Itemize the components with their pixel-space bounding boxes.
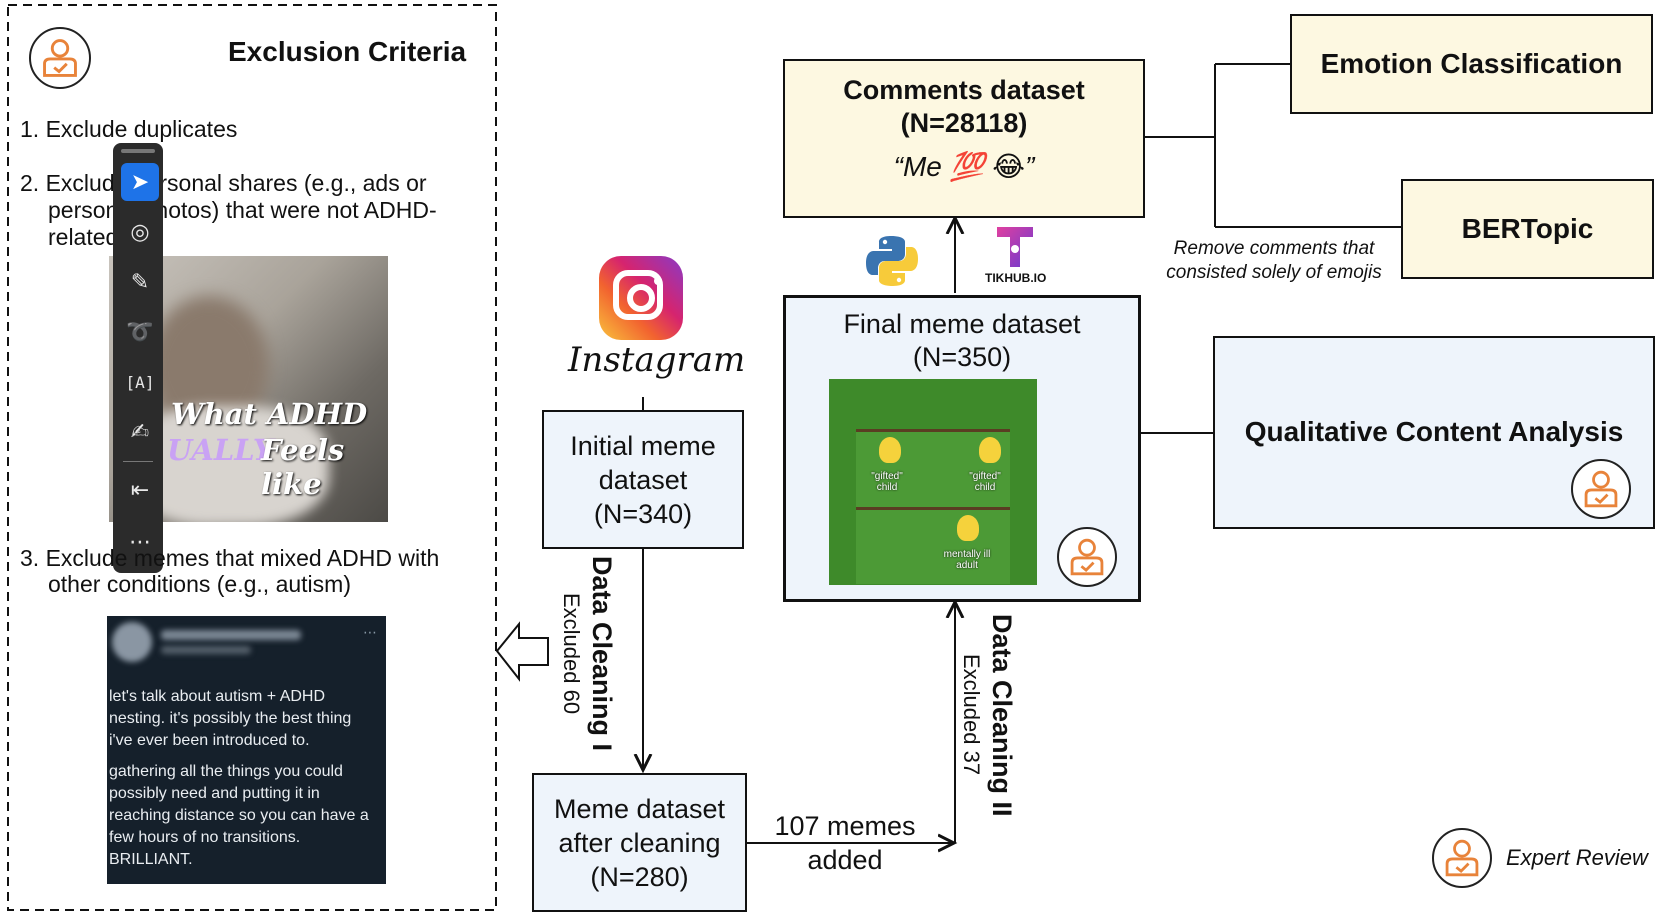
comments-dataset-box: Comments dataset (N=28118) “Me 💯 😂” bbox=[783, 59, 1145, 218]
comments-dataset-line-1: Comments dataset bbox=[843, 75, 1085, 105]
tweet-screenshot: ⋯ let's talk about autism + ADHD nesting… bbox=[107, 616, 386, 884]
homer-figure-1 bbox=[879, 437, 901, 463]
bertopic-box: BERTopic bbox=[1401, 179, 1654, 279]
initial-dataset-line-1: Initial meme bbox=[570, 430, 716, 461]
meme-text-line-2a: UALLY bbox=[167, 433, 274, 467]
memes-added-line-1: 107 memes bbox=[774, 811, 916, 841]
cleaned-dataset-line-1: Meme dataset bbox=[553, 793, 726, 824]
cleaning-2-excluded: Excluded 37 bbox=[959, 654, 984, 776]
remove-note-line-1: Remove comments that bbox=[1173, 238, 1375, 259]
exclusion-item-2-line-1: 2. Exclude personal shares (e.g., ads or bbox=[20, 170, 427, 196]
memes-added-label: 107 memes added bbox=[760, 809, 930, 877]
lasso-icon[interactable]: ➰ bbox=[126, 319, 154, 344]
tikhub-label: TIKHUB.IO bbox=[985, 271, 1047, 285]
final-dataset-line-2: (N=350) bbox=[912, 342, 1012, 372]
emotion-classification-box: Emotion Classification bbox=[1290, 14, 1653, 114]
tweet-menu-icon: ⋯ bbox=[363, 624, 377, 640]
initial-dataset-box: Initial meme dataset (N=340) bbox=[542, 410, 744, 549]
exclusion-panel-border bbox=[7, 4, 497, 911]
tweet-line-5: possibly need and putting it in bbox=[109, 785, 320, 802]
exclusion-item-2-line-3: related bbox=[48, 224, 119, 250]
qca-expert-review-icon bbox=[1571, 459, 1631, 519]
meme-text-line-1: What ADHD bbox=[171, 397, 368, 431]
tweet-line-6: reaching distance so you can have a bbox=[109, 807, 369, 824]
meme-label-3: mentally ill adult bbox=[943, 549, 991, 571]
exclusion-item-2-line-2: personal photos) that were not ADHD- bbox=[48, 197, 437, 223]
tikhub-logo-icon bbox=[993, 223, 1037, 271]
text-box-icon[interactable]: [A] bbox=[125, 372, 155, 392]
meme-label-1: "gifted" child bbox=[871, 471, 903, 493]
final-meme-image: "gifted" child "gifted" child mentally i… bbox=[829, 379, 1037, 585]
select-cursor-icon[interactable]: ➤ bbox=[121, 163, 159, 201]
initial-dataset-line-2: dataset bbox=[598, 464, 688, 495]
meme-text-line-2b: Feels like bbox=[261, 433, 345, 501]
cleaning-1-excluded: Excluded 60 bbox=[559, 593, 584, 715]
blurred-avatar bbox=[112, 622, 152, 662]
legend-label: Expert Review bbox=[1506, 845, 1648, 870]
tweet-line-3: i've ever been introduced to. bbox=[109, 732, 310, 749]
annotation-toolbar: ➤ ◎ ✎ ➰ [A] ✍ ⇤ ⋯ bbox=[113, 143, 163, 573]
tweet-line-2: nesting. it's possibly the best thing bbox=[109, 710, 352, 727]
python-logo-icon bbox=[864, 233, 920, 289]
more-options-icon[interactable]: ⋯ bbox=[129, 529, 151, 554]
blurred-handle bbox=[161, 646, 251, 654]
homer-figure-2 bbox=[979, 437, 1001, 463]
legend-expert-review-icon bbox=[1432, 828, 1492, 888]
remove-note-line-2: consisted solely of emojis bbox=[1166, 262, 1382, 283]
final-dataset-line-1: Final meme dataset bbox=[843, 309, 1081, 339]
comments-example-quote: “Me 💯 😂” bbox=[893, 151, 1035, 182]
final-expert-review-icon bbox=[1057, 527, 1117, 587]
comments-dataset-line-2: (N=28118) bbox=[900, 108, 1028, 138]
comment-icon[interactable]: ◎ bbox=[130, 219, 150, 244]
qca-label: Qualitative Content Analysis bbox=[1244, 416, 1624, 447]
tweet-line-4: gathering all the things you could bbox=[109, 763, 343, 780]
cleaned-dataset-line-2: after cleaning bbox=[558, 827, 721, 858]
meme-label-2: "gifted" child bbox=[969, 471, 1001, 493]
cleaning-2-title: Data Cleaning II bbox=[987, 614, 1017, 817]
remove-emoji-note: Remove comments that consisted solely of… bbox=[1151, 237, 1397, 285]
instagram-wordmark: Instagram bbox=[568, 340, 746, 380]
pencil-icon[interactable]: ✎ bbox=[130, 269, 150, 294]
exclusion-title: Exclusion Criteria bbox=[228, 36, 467, 67]
signature-icon[interactable]: ✍ bbox=[130, 419, 150, 444]
exclusion-item-3-line-1: 3. Exclude memes that mixed ADHD with bbox=[20, 545, 440, 571]
tweet-line-8: BRILLIANT. bbox=[109, 851, 193, 868]
toolbar-grip[interactable] bbox=[121, 149, 155, 153]
tweet-line-1: let's talk about autism + ADHD bbox=[109, 688, 326, 705]
tweet-line-7: few hours of no transitions. bbox=[109, 829, 301, 846]
exclusion-item-1: 1. Exclude duplicates bbox=[20, 116, 238, 142]
bertopic-label: BERTopic bbox=[1461, 213, 1594, 244]
insert-page-icon[interactable]: ⇤ bbox=[130, 477, 150, 502]
expert-review-icon bbox=[29, 27, 91, 89]
exclusion-hollow-arrow bbox=[495, 621, 549, 682]
instagram-logo-icon bbox=[599, 256, 683, 340]
cleaned-dataset-box: Meme dataset after cleaning (N=280) bbox=[532, 773, 747, 912]
cleaned-dataset-line-3: (N=280) bbox=[590, 861, 689, 892]
cleaning-1-title: Data Cleaning I bbox=[587, 556, 617, 752]
memes-added-line-2: added bbox=[807, 845, 883, 875]
initial-dataset-line-3: (N=340) bbox=[593, 498, 693, 529]
blurred-username bbox=[161, 630, 301, 640]
meme-panel-3 bbox=[856, 507, 1010, 584]
emotion-classification-label: Emotion Classification bbox=[1320, 48, 1623, 79]
exclusion-item-3-line-2: other conditions (e.g., autism) bbox=[48, 571, 351, 597]
homer-figure-3 bbox=[957, 515, 979, 541]
toolbar-divider bbox=[123, 461, 153, 462]
